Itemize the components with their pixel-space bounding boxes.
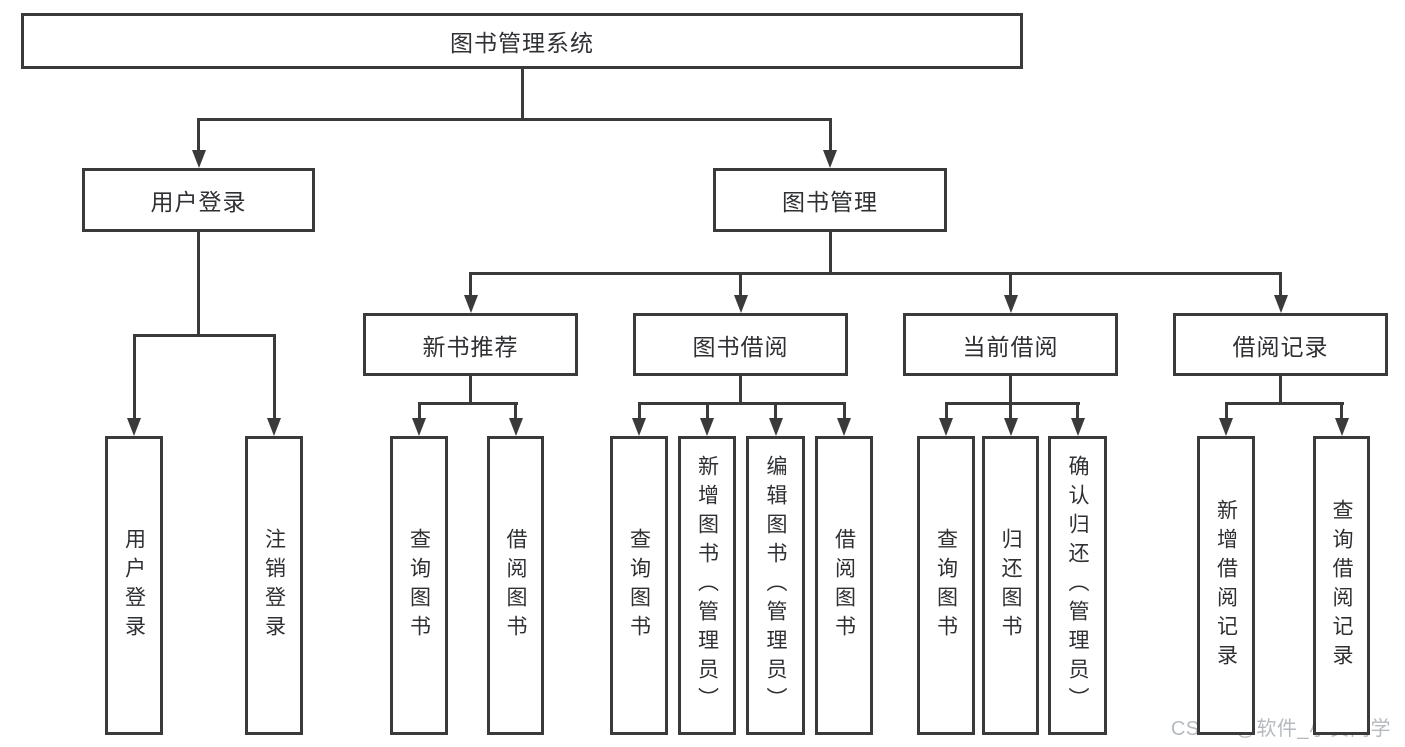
node-root: 图书管理系统 bbox=[21, 13, 1023, 69]
node-user-login: 用户登录 bbox=[82, 168, 315, 232]
connector-line bbox=[1225, 402, 1344, 405]
connector-line bbox=[843, 402, 846, 421]
node-label: 确认归还（管理员） bbox=[1066, 455, 1089, 716]
connector-line bbox=[197, 232, 200, 337]
arrow-down-icon bbox=[1274, 295, 1288, 313]
arrow-down-icon bbox=[632, 418, 646, 436]
node-leaf-query-borrow-record: 查询借阅记录 bbox=[1313, 436, 1370, 735]
connector-line bbox=[1009, 402, 1012, 421]
node-leaf-query-book-3: 查询图书 bbox=[917, 436, 975, 735]
connector-line bbox=[1279, 376, 1282, 405]
connector-line bbox=[418, 402, 421, 421]
connector-line bbox=[1009, 376, 1012, 405]
connector-line bbox=[197, 118, 200, 153]
node-label: 归还图书 bbox=[999, 527, 1022, 644]
node-label: 图书管理系统 bbox=[450, 30, 594, 56]
node-label: 借阅图书 bbox=[504, 527, 527, 644]
node-label: 用户登录 bbox=[150, 189, 247, 215]
arrow-down-icon bbox=[1219, 418, 1233, 436]
arrow-down-icon bbox=[700, 418, 714, 436]
node-leaf-return-book: 归还图书 bbox=[982, 436, 1039, 735]
connector-line bbox=[945, 402, 948, 421]
node-leaf-confirm-return-admin: 确认归还（管理员） bbox=[1048, 436, 1107, 735]
node-label: 借阅记录 bbox=[1232, 333, 1329, 360]
node-label: 图书借阅 bbox=[692, 333, 789, 360]
node-leaf-user-login: 用户登录 bbox=[105, 436, 163, 735]
node-label: 新增图书（管理员） bbox=[695, 455, 719, 716]
connector-line bbox=[1009, 272, 1012, 298]
node-label: 注销登录 bbox=[262, 527, 286, 644]
node-current-borrow: 当前借阅 bbox=[903, 313, 1118, 376]
arrow-down-icon bbox=[939, 418, 953, 436]
node-label: 查询图书 bbox=[627, 527, 651, 644]
node-leaf-add-borrow-record: 新增借阅记录 bbox=[1197, 436, 1255, 735]
connector-line bbox=[418, 402, 518, 405]
node-leaf-query-book-2: 查询图书 bbox=[610, 436, 668, 735]
node-label: 编辑图书（管理员） bbox=[764, 455, 787, 716]
arrow-down-icon bbox=[509, 418, 523, 436]
node-book-borrow: 图书借阅 bbox=[633, 313, 848, 376]
connector-line bbox=[133, 334, 136, 421]
arrow-down-icon bbox=[412, 418, 426, 436]
connector-line bbox=[638, 402, 846, 405]
connector-line bbox=[521, 69, 524, 121]
node-leaf-logout: 注销登录 bbox=[245, 436, 303, 735]
connector-line bbox=[197, 118, 832, 121]
node-leaf-borrow-book-2: 借阅图书 bbox=[815, 436, 873, 735]
node-label: 新书推荐 bbox=[422, 333, 519, 360]
node-label: 新增借阅记录 bbox=[1214, 498, 1238, 673]
arrow-down-icon bbox=[837, 418, 851, 436]
connector-line bbox=[1225, 402, 1228, 421]
arrow-down-icon bbox=[734, 295, 748, 313]
node-label: 查询图书 bbox=[934, 527, 958, 644]
connector-line bbox=[514, 402, 517, 421]
node-label: 图书管理 bbox=[782, 189, 878, 215]
node-leaf-query-book-1: 查询图书 bbox=[390, 436, 448, 735]
connector-line bbox=[739, 272, 742, 298]
arrow-down-icon bbox=[1335, 418, 1349, 436]
connector-line bbox=[1340, 402, 1343, 421]
connector-line bbox=[638, 402, 641, 421]
arrow-down-icon bbox=[823, 150, 837, 168]
node-label: 查询借阅记录 bbox=[1330, 498, 1353, 673]
node-leaf-borrow-book-1: 借阅图书 bbox=[487, 436, 544, 735]
arrow-down-icon bbox=[267, 418, 281, 436]
connector-line bbox=[1279, 272, 1282, 298]
connector-line bbox=[469, 272, 1282, 275]
connector-line bbox=[739, 376, 742, 405]
node-leaf-add-book-admin: 新增图书（管理员） bbox=[678, 436, 736, 735]
node-leaf-edit-book-admin: 编辑图书（管理员） bbox=[746, 436, 805, 735]
connector-line bbox=[706, 402, 709, 421]
node-borrow-records: 借阅记录 bbox=[1173, 313, 1388, 376]
connector-line bbox=[829, 118, 832, 153]
connector-line bbox=[133, 334, 276, 337]
node-label: 借阅图书 bbox=[832, 527, 856, 644]
node-label: 用户登录 bbox=[122, 527, 146, 644]
node-book-mgmt: 图书管理 bbox=[713, 168, 947, 232]
node-label: 当前借阅 bbox=[962, 333, 1059, 360]
connector-line bbox=[774, 402, 777, 421]
connector-line bbox=[273, 334, 276, 421]
connector-line bbox=[469, 272, 472, 298]
node-new-book-rec: 新书推荐 bbox=[363, 313, 578, 376]
arrow-down-icon bbox=[1004, 418, 1018, 436]
connector-line bbox=[469, 376, 472, 405]
connector-line bbox=[1076, 402, 1079, 421]
connector-line bbox=[945, 402, 1080, 405]
arrow-down-icon bbox=[769, 418, 783, 436]
node-label: 查询图书 bbox=[407, 527, 431, 644]
connector-line bbox=[829, 232, 832, 275]
arrow-down-icon bbox=[1004, 295, 1018, 313]
arrow-down-icon bbox=[464, 295, 478, 313]
arrow-down-icon bbox=[1071, 418, 1085, 436]
arrow-down-icon bbox=[127, 418, 141, 436]
arrow-down-icon bbox=[192, 150, 206, 168]
